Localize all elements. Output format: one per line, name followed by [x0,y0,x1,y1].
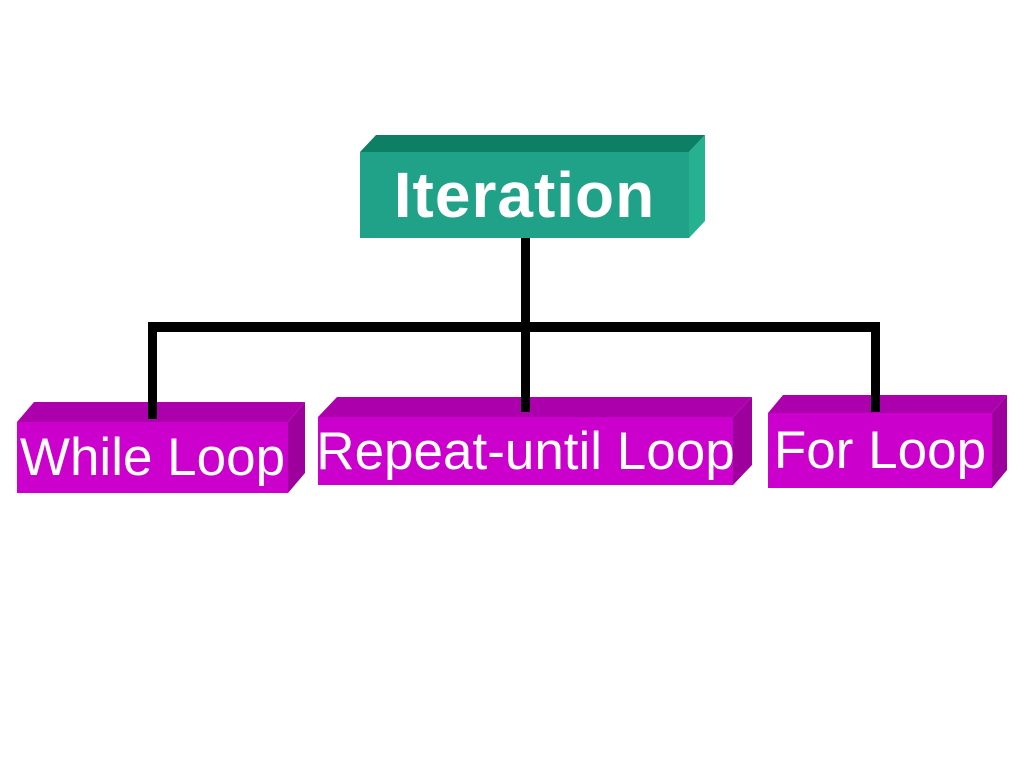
node-iteration-side-face [689,135,705,238]
node-for-loop: For Loop [768,395,1007,488]
node-iteration: Iteration [360,135,705,238]
node-repeat-until-loop: Repeat-until Loop [316,397,752,485]
node-for-loop-front-face: For Loop [768,413,992,488]
node-iteration-label: Iteration [393,159,656,231]
connector-root-stem [521,238,530,332]
node-iteration-front-face: Iteration [360,152,689,238]
node-for-loop-label: For Loop [773,421,987,480]
node-while-loop-front-face: While Loop [17,422,288,493]
node-repeat-until-loop-side-face [733,397,752,485]
node-while-loop-side-face [288,402,305,493]
node-repeat-until-loop-front-face: Repeat-until Loop [316,417,735,485]
node-while-loop-label: While Loop [19,428,286,487]
node-while-loop-top-face [17,402,305,422]
node-for-loop-top-face [768,395,1007,413]
node-iteration-top-face [360,135,705,152]
node-for-loop-side-face [992,395,1007,488]
connector-drop-repeat-until-loop [521,331,530,412]
connector-crossbar [149,322,880,332]
connector-drop-for-loop [871,322,880,412]
node-repeat-until-loop-top-face [318,397,752,417]
connector-drop-while-loop [148,322,157,419]
node-repeat-until-loop-label: Repeat-until Loop [316,421,735,481]
node-while-loop: While Loop [17,402,305,493]
